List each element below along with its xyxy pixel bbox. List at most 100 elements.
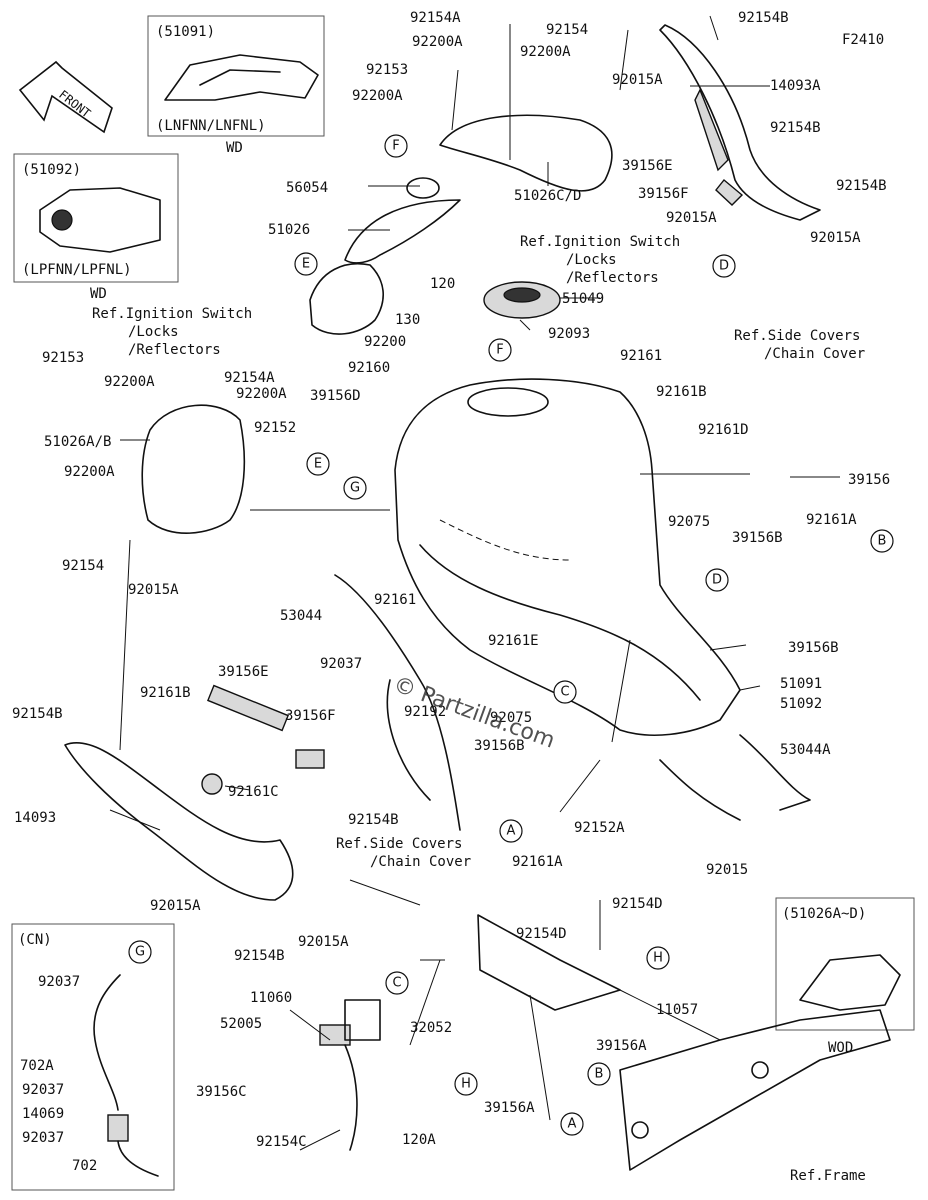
part-label: Ref.Frame [790,1168,866,1184]
part-label: 92015A [810,230,861,246]
ignition-cover-51026 [344,177,461,264]
part-label: /Reflectors [566,270,659,286]
part-label: 51049 [562,291,604,307]
part-label: 92037 [38,974,80,990]
part-label: 92154D [612,896,663,912]
gasket-11060 [344,999,381,1041]
callout-circle [870,529,894,553]
figure-code: F2410 [842,32,884,48]
part-label: 92200A [352,88,403,104]
pump-wire [344,1044,358,1151]
callout-letter: H [461,1077,471,1092]
part-label: 39156F [285,708,336,724]
callout-circle [587,1062,611,1086]
part-label: 92161A [512,854,563,870]
part-label: 130 [395,312,420,328]
callout-circle [454,1072,478,1096]
callout-letter: F [392,139,399,154]
bracket-32052 [477,914,621,1011]
filter-14069 [107,1114,129,1142]
callout-letter: C [392,976,401,991]
part-label: 92093 [548,326,590,342]
part-label: 92161A [806,512,857,528]
part-label: 120 [430,276,455,292]
callout-circle [646,946,670,970]
part-label: Ref.Side Covers [734,328,860,344]
part-label: 39156E [218,664,269,680]
part-label: 92200A [412,34,463,50]
part-label: 92200A [104,374,155,390]
part-label: 92154B [770,120,821,136]
hose-702a [93,974,121,1111]
part-label: 92154A [224,370,275,386]
part-label: Ref.Ignition Switch [520,234,680,250]
pad-39156e-right [694,88,729,172]
part-label: 92154 [62,558,104,574]
fuel-cap-51049 [483,281,561,319]
callout-circle [343,476,367,500]
part-label: 92154C [256,1134,307,1150]
part-label: /Reflectors [128,342,221,358]
inset-51092: (51092) (LPFNN/LPFNL) WD [13,153,179,302]
inset-51092-header: (51092) [22,162,81,178]
part-label: 92200 [364,334,406,350]
hose-702 [117,1140,159,1177]
part-label: Ref.Side Covers [336,836,462,852]
part-label: 92154B [348,812,399,828]
part-label: 92154D [516,926,567,942]
frame [619,1009,891,1171]
callout-c: C [385,971,409,995]
inset-51091-footer: (LNFNN/LNFNL) [156,118,266,134]
filler-neck [467,387,549,417]
callout-h: H [454,1072,478,1096]
part-label: 92015A [150,898,201,914]
callout-h: H [646,946,670,970]
part-label: 51026A/B [44,434,111,450]
part-label: 92015A [666,210,717,226]
part-label: 39156E [622,158,673,174]
part-label: 32052 [410,1020,452,1036]
part-label: 92192 [404,704,446,720]
callout-circle [560,1112,584,1136]
part-label: 56054 [286,180,328,196]
callout-a: A [499,819,523,843]
inset-cn: (CN) [11,923,175,1191]
callout-b: B [587,1062,611,1086]
part-label: 92154B [234,948,285,964]
pad-39156f-right [715,179,744,206]
part-label: 92015A [298,934,349,950]
ignition-switch-housing [309,263,385,335]
part-label: 39156B [788,640,839,656]
part-label: 92200A [520,44,571,60]
part-label: 92152A [574,820,625,836]
part-label: /Locks [566,252,617,268]
callout-circle [384,134,408,158]
damper-92161c [201,773,223,795]
fuel-tank-cover-51092 [39,187,161,253]
part-label: 39156D [310,388,361,404]
part-label: 92161D [698,422,749,438]
hose-53044a-right [739,734,811,811]
pump-52005 [319,1024,351,1046]
part-label: 92161B [656,384,707,400]
front-direction-arrow: FRONT [18,60,113,134]
fuel-tank [394,378,741,736]
part-label: 92153 [366,62,408,78]
fuel-tank-cover-51091 [164,54,319,101]
part-label: 92154 [546,22,588,38]
part-label: 92161 [374,592,416,608]
part-label: 39156 [848,472,890,488]
tank-cover-51026a-d [799,954,901,1011]
callout-letter: D [719,259,729,274]
part-label: 92161B [140,685,191,701]
callout-circle [128,940,152,964]
part-label: 92154B [12,706,63,722]
part-label: 39156B [474,738,525,754]
callout-d: D [705,568,729,592]
part-label: /Chain Cover [764,346,865,362]
callout-letter: F [496,343,503,358]
part-label: 92154B [738,10,789,26]
part-label: 92200A [236,386,287,402]
